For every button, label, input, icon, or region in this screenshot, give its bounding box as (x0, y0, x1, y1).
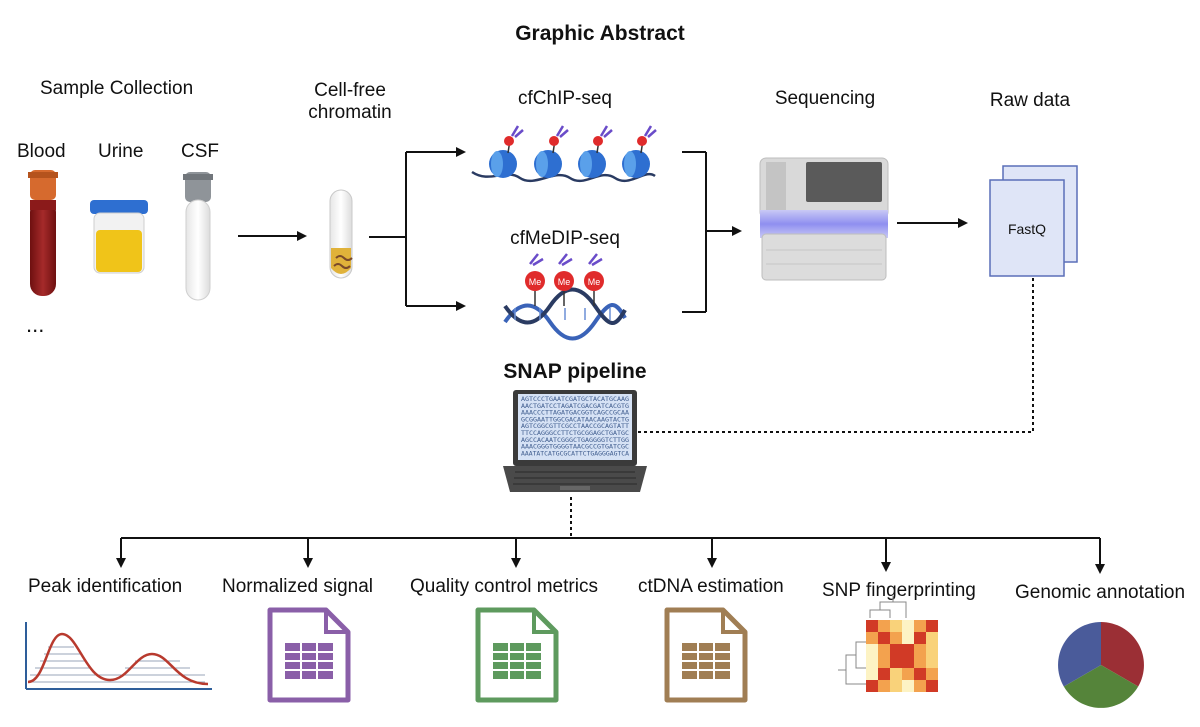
ctdna-estimation-sheet-icon (664, 607, 748, 703)
laptop-icon: AGTCCCTGAATCGATGCTACATGCAAGAACTGATCCTAGA… (503, 390, 647, 492)
sample-urine-label: Urine (98, 141, 144, 162)
raw-data-label: Raw data (989, 90, 1071, 111)
me-label-2: Me (558, 277, 571, 287)
cell-free-line2: chromatin (308, 102, 392, 123)
heatmap-cell (902, 620, 914, 632)
peak-chart-icon (25, 622, 212, 690)
heatmap-cell (914, 656, 926, 668)
heatmap-cell (866, 680, 878, 692)
heatmap-cell (914, 632, 926, 644)
sample-blood-label: Blood (17, 141, 66, 162)
heatmap-cell (926, 668, 938, 680)
blood-tube-icon (28, 170, 58, 296)
heatmap-cell (866, 620, 878, 632)
heatmap-cell (902, 680, 914, 692)
output-normalized-signal: Normalized signal (222, 576, 374, 597)
heatmap-cell (890, 656, 902, 668)
output-genomic-annotation: Genomic annotation (1015, 582, 1186, 603)
genomic-annotation-pie-icon (1058, 622, 1144, 708)
cfmedip-seq-label: cfMeDIP-seq (510, 228, 620, 249)
heatmap-cell (878, 620, 890, 632)
fastq-file-icon: FastQ (989, 165, 1078, 277)
chromatin-tube-icon (329, 189, 353, 279)
heatmap-cell (902, 656, 914, 668)
heatmap-cell (902, 644, 914, 656)
output-bus (116, 537, 1105, 574)
me-label-3: Me (588, 277, 601, 287)
dotted-fastq-to-pipeline (637, 278, 1034, 433)
screen-sequence-line: AAATATCATGCGCATTCTGAGGGAGTCA (521, 450, 629, 457)
output-peak-identification: Peak identification (28, 576, 183, 597)
screen-sequence-line: AACTGATCCTAGATCGACGATCACGTG (521, 403, 629, 410)
output-ctdna-estimation: ctDNA estimation (638, 576, 784, 597)
heatmap-cell (878, 632, 890, 644)
screen-sequence-line: AGTCGGCGTTCGCCTAACCGCAGTATT (521, 423, 629, 430)
heatmap-cell (902, 668, 914, 680)
heatmap-cell (890, 644, 902, 656)
heatmap-cell (890, 632, 902, 644)
heatmap-cell (926, 632, 938, 644)
nucleosome-chip-icon (471, 125, 657, 183)
page-title: Graphic Abstract (515, 22, 685, 45)
heatmap-cell (866, 632, 878, 644)
heatmap-cell (914, 620, 926, 632)
heatmap-cell (890, 680, 902, 692)
output-snp-fingerprinting: SNP fingerprinting (822, 580, 976, 601)
more-samples-ellipsis: ... (26, 312, 45, 337)
normalized-signal-sheet-icon (267, 607, 351, 703)
heatmap-cell (890, 668, 902, 680)
cfchip-seq-label: cfChIP-seq (518, 88, 612, 109)
me-label-1: Me (529, 277, 542, 287)
urine-cup-icon (90, 200, 148, 274)
heatmap-cell (866, 656, 878, 668)
output-quality-control-metrics: Quality control metrics (410, 576, 598, 597)
sample-csf-label: CSF (181, 141, 219, 162)
heatmap-cell (866, 668, 878, 680)
cell-free-line1: Cell-free (314, 80, 386, 101)
heatmap-cell (914, 680, 926, 692)
heatmap-cell (926, 644, 938, 656)
heatmap-cell (926, 680, 938, 692)
heatmap-cell (890, 620, 902, 632)
heatmap-cell (914, 644, 926, 656)
quality-control-sheet-icon (475, 607, 559, 703)
screen-sequence-line: TTCCAGGGCCTTCTGCGGAGCTGATGC (521, 430, 629, 437)
branch-arrows (369, 147, 466, 311)
heatmap-cell (878, 680, 890, 692)
heatmap-cell (878, 644, 890, 656)
merge-bracket (682, 151, 742, 313)
screen-sequence-line: AGCCACAATCGGGCTGAGGGGTCTTGG (521, 437, 629, 444)
sequencing-label: Sequencing (774, 88, 876, 109)
heatmap-cell (866, 644, 878, 656)
heatmap-cell (878, 668, 890, 680)
fastq-label: FastQ (1008, 221, 1046, 237)
snap-pipeline-heading: SNAP pipeline (503, 360, 647, 383)
screen-sequence-line: AAACCCTTAGATGACGGTCAGCCGCAA (521, 410, 629, 417)
screen-sequence-line: AAACGGGTGGGGTAACGCCGTGATCGC (521, 444, 629, 451)
methylated-dna-icon: Me Me Me (503, 253, 627, 341)
heatmap-cell (878, 656, 890, 668)
heatmap-cell (902, 632, 914, 644)
sample-collection-heading: Sample Collection (40, 78, 194, 99)
snp-heatmap-icon (838, 596, 938, 692)
screen-sequence-line: AGTCCCTGAATCGATGCTACATGCAAG (521, 396, 629, 403)
sequencer-icon (759, 157, 889, 281)
heatmap-cell (914, 668, 926, 680)
screen-sequence-line: GCGGAATTGGCGACATAACAAGTACTG (521, 416, 629, 423)
heatmap-cell (926, 620, 938, 632)
csf-tube-icon (183, 172, 213, 301)
heatmap-cell (926, 656, 938, 668)
